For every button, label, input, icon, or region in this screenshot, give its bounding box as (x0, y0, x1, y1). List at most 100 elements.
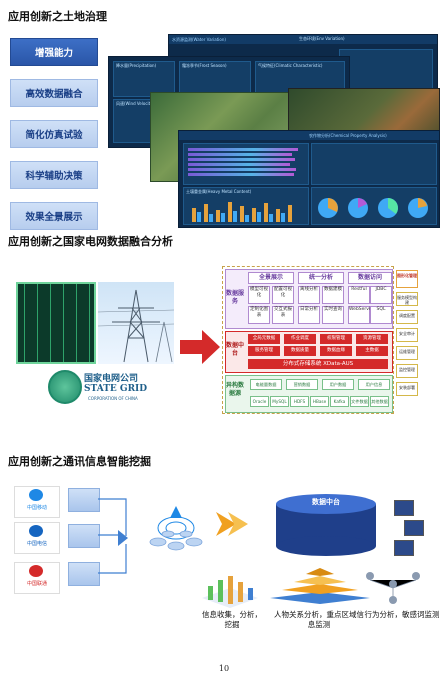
cell-site-2 (68, 524, 100, 548)
carrier-name-3: 中国联通 (26, 581, 47, 587)
group3-item3: WebService (348, 306, 375, 324)
feature-button-2[interactable]: 高效数据融合 (10, 79, 98, 107)
transmission-tower-image (97, 282, 175, 364)
people-network-icon (366, 572, 420, 604)
sources-layer: 异构数据源 电能量数据 营销数据 用户数据 用户信息 Oracle MySQL … (225, 375, 393, 413)
state-grid-logo (48, 370, 82, 404)
metal-bar-chart (192, 202, 292, 222)
management-item-6: 安装部署 (396, 382, 418, 396)
red-arrow-icon (180, 330, 220, 364)
group1-item2: 配置可视化 (272, 286, 294, 304)
carrier-logo-mobile: 中国移动 (14, 486, 60, 518)
carrier-name-2: 中国电信 (26, 541, 47, 547)
middle-cell-5: 服务管理 (248, 346, 280, 356)
source-bottom-3: HDFS (290, 396, 309, 407)
precip-label: 降水量(Precipitation) (116, 63, 157, 68)
management-item-5: 监控管理 (396, 364, 418, 378)
middle-cell-6: 数据质量 (284, 346, 316, 356)
group2-item2: 数据建模 (322, 286, 344, 304)
middle-cell-7: 数据血缘 (320, 346, 352, 356)
middle-cell-1: 全局元数据 (248, 334, 280, 344)
land-feature-list: 增强能力 高效数据融合 简化仿真试验 科学辅助决策 效果全景展示 (10, 38, 98, 243)
management-item-3: 安全审计 (396, 328, 418, 342)
source-top-1: 电能量数据 (250, 379, 282, 390)
middle-cell-2: 作业调度 (284, 334, 316, 344)
dashboard-front: 农作物分析(Chemical Property Analysis) 土壤重金属(… (178, 130, 440, 228)
analysis-title: 农作物分析(Chemical Property Analysis) (179, 131, 439, 140)
source-top-2: 营销数据 (286, 379, 318, 390)
monitor-icon-3 (394, 540, 414, 556)
feature-button-3[interactable]: 简化仿真试验 (10, 120, 98, 148)
group-head-2: 统一分析 (298, 272, 344, 284)
wind-label: 风速(Wind Velocity) (116, 101, 155, 106)
data-platform-cylinder (276, 494, 376, 556)
middle-layer: 数据中台 全局元数据 作业调度 权限管理 资源管理 服务管理 数据质量 数据血缘… (225, 331, 393, 373)
source-bottom-1: Oracle (250, 396, 269, 407)
source-bottom-6: 文件数据 (350, 396, 369, 407)
management-sidebar: 图形化管理 服务模型构建 调度配置 安全审计 运维管理 监控管理 安装部署 (396, 270, 420, 410)
management-head: 图形化管理 (396, 270, 418, 288)
management-item-2: 调度配置 (396, 310, 418, 324)
state-grid-visual: 国家电网公司 STATE GRID CORPORATION OF CHINA (8, 268, 175, 420)
monitor-icon-2 (404, 520, 424, 536)
bar-graph-image (202, 576, 258, 608)
company-name-en-sub: CORPORATION OF CHINA (88, 396, 138, 401)
middle-core: 分布式存储系统 XData-AUS (248, 359, 388, 369)
feature-button-4[interactable]: 科学辅助决策 (10, 161, 98, 189)
management-item-1: 服务模型构建 (396, 292, 418, 306)
section-title-telecom: 应用创新之通讯信息智能挖掘 (8, 455, 151, 468)
group2-item4: 实时查询 (322, 306, 344, 324)
group3-item2: JDBC (370, 286, 392, 304)
caption-relationship: 人物关系分析，重点区域信息监测 (274, 610, 364, 629)
table-panel (339, 49, 433, 91)
carrier-name-1: 中国移动 (26, 505, 47, 511)
source-top-3: 用户数据 (322, 379, 354, 390)
dashboard-back-title2: 生态环境(Env Variation) (299, 36, 345, 41)
stacked-bar-panel (183, 143, 309, 185)
feature-button-1[interactable]: 增强能力 (10, 38, 98, 66)
pie-charts (318, 198, 428, 218)
group3-item4: SQL (370, 306, 392, 324)
pyramid-analysis-image (270, 568, 370, 604)
company-name-cn: 国家电网公司 (84, 374, 139, 384)
group1-item4: 交互式报表 (272, 306, 294, 324)
section-title-land: 应用创新之土地治理 (8, 10, 107, 23)
caption-behavior: 行为分析，敏感词监测 (364, 610, 440, 619)
source-bottom-7: 其他数据 (370, 396, 389, 407)
group2-item3: 日常分析 (298, 306, 320, 324)
source-bottom-4: HBase (310, 396, 329, 407)
middle-cell-3: 权限管理 (320, 334, 352, 344)
feature-button-5[interactable]: 效果全景展示 (10, 202, 98, 230)
middle-cell-8: 主数据 (356, 346, 388, 356)
caption-collect: 信息收集，分析，挖掘 (202, 610, 262, 629)
source-bottom-2: MySQL (270, 396, 289, 407)
source-top-4: 用户信息 (358, 379, 390, 390)
frost-panel: 霜冻季节(Frost Season) (179, 61, 251, 97)
cell-site-3 (68, 562, 100, 586)
heavy-metal-panel: 土壤重金属(Heavy Metal Content) (183, 187, 309, 225)
section-title-grid: 应用创新之国家电网数据融合分析 (8, 235, 173, 248)
group1-item1: 模型可视化 (248, 286, 270, 304)
carrier-logo-telecom: 中国电信 (14, 522, 60, 554)
climate-label: 气候特征(Climatic Characteristic) (258, 63, 323, 68)
group-head-3: 数据访问 (348, 272, 392, 284)
cell-site-1 (68, 488, 100, 512)
group3-item1: Restful (348, 286, 370, 304)
middle-layer-name: 数据中台 (226, 342, 245, 357)
group2-item1: 离线分析 (298, 286, 320, 304)
dashboard-back-title: 水资源监测(Water Variation) (169, 35, 437, 44)
pie-panel (311, 187, 437, 225)
middle-cell-4: 资源管理 (356, 334, 388, 344)
management-item-4: 运维管理 (396, 346, 418, 360)
tower-icon (97, 289, 175, 363)
heavy-metal-label: 土壤重金属(Heavy Metal Content) (186, 189, 252, 194)
group-head-1: 全景展示 (248, 272, 294, 284)
source-bottom-5: Kafka (330, 396, 349, 407)
architecture-diagram: 数据服务 全景展示 模型可视化 配置可视化 定制化图表 交互式报表 统一分析 离… (222, 266, 394, 414)
flow-connectors (98, 498, 248, 574)
group1-item3: 定制化图表 (248, 306, 270, 324)
page-number: 10 (218, 664, 230, 673)
sources-layer-name: 异构数据源 (226, 382, 245, 397)
precip-panel: 降水量(Precipitation) (113, 61, 175, 97)
data-platform-label: 数据中台 (312, 498, 340, 506)
